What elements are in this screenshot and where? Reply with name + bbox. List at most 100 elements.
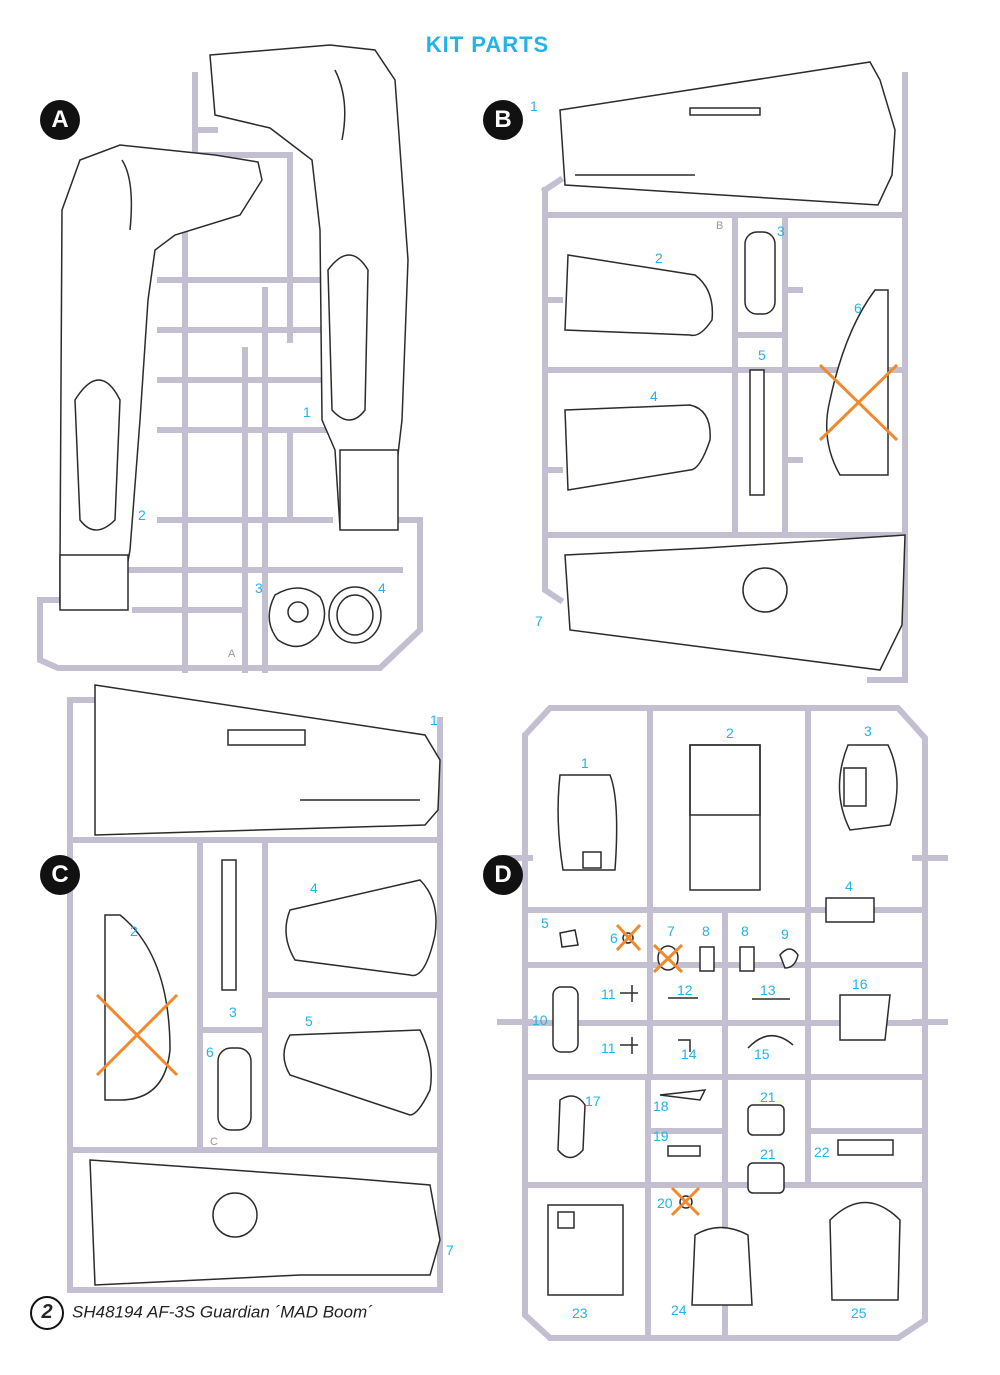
part-d24 [691, 1226, 753, 1306]
sprue-c-parts [89, 684, 441, 1286]
page-footer: 2 SH48194 AF-3S Guardian ´MAD Boom´ [30, 1296, 373, 1330]
kit-name: SH48194 AF-3S Guardian ´MAD Boom´ [72, 1302, 373, 1322]
part-d21a [747, 1104, 785, 1136]
part-number-a4: 4 [378, 580, 386, 596]
part-d1 [557, 774, 618, 871]
part-number-d25: 25 [851, 1305, 867, 1321]
part-number-d5: 5 [541, 915, 549, 931]
part-number-d20: 20 [657, 1195, 673, 1211]
part-number-d3: 3 [864, 723, 872, 739]
part-d5 [559, 929, 579, 948]
part-d14 [678, 1039, 691, 1052]
part-d21b [747, 1162, 785, 1194]
cross-d7 [652, 943, 684, 974]
part-d23 [547, 1204, 624, 1296]
part-number-d15: 15 [754, 1046, 770, 1062]
part-d11a [620, 985, 638, 1002]
part-b5 [749, 369, 765, 496]
part-number-d17: 17 [585, 1093, 601, 1109]
part-number-d8a: 8 [702, 923, 710, 939]
sprue-a-stamp: A [228, 648, 236, 660]
part-number-d14: 14 [681, 1046, 697, 1062]
part-d16 [839, 994, 891, 1041]
sprue-c-badge: C [40, 855, 80, 895]
part-number-c2: 2 [130, 923, 138, 939]
sprue-d-badge: D [483, 855, 523, 895]
part-number-c5: 5 [305, 1013, 313, 1029]
part-d9 [779, 948, 799, 969]
part-number-d23: 23 [572, 1305, 588, 1321]
part-d8a [699, 946, 715, 972]
part-number-d21b: 21 [760, 1146, 776, 1162]
part-c1-wing [94, 684, 441, 836]
sprue-b-parts [559, 61, 906, 671]
part-number-b2: 2 [655, 250, 663, 266]
part-d17 [557, 1095, 586, 1159]
part-number-a1: 1 [303, 404, 311, 420]
sprue-b-badge: B [483, 100, 523, 140]
part-b1-wing [559, 61, 896, 206]
part-c4 [285, 879, 437, 977]
part-number-c1: 1 [430, 712, 438, 728]
part-d3 [838, 744, 898, 831]
part-number-d8b: 8 [741, 923, 749, 939]
part-number-b5: 5 [758, 347, 766, 363]
part-number-d18: 18 [653, 1098, 669, 1114]
part-number-d6: 6 [610, 930, 618, 946]
part-number-d21a: 21 [760, 1089, 776, 1105]
part-number-d12: 12 [677, 982, 693, 998]
part-d18 [659, 1089, 707, 1101]
part-d25 [829, 1201, 901, 1301]
part-b2 [564, 254, 714, 337]
part-number-b1: 1 [530, 98, 538, 114]
part-number-d11b: 11 [601, 1040, 616, 1056]
sprue-b [540, 72, 908, 683]
part-number-d9: 9 [781, 926, 789, 942]
part-number-d4: 4 [845, 878, 853, 894]
part-d15 [747, 1035, 794, 1049]
part-number-c6: 6 [206, 1044, 214, 1060]
part-number-d13: 13 [760, 982, 776, 998]
part-number-d22: 22 [814, 1144, 830, 1160]
part-d4 [825, 897, 875, 923]
part-d10 [552, 986, 579, 1053]
page-title: KIT PARTS [425, 32, 550, 57]
sprue-d-parts [547, 744, 901, 1306]
part-b7-wing-lower [564, 534, 906, 671]
part-number-c3: 3 [229, 1004, 237, 1020]
cross-d6 [615, 923, 642, 952]
sprue-a-badge: A [40, 100, 80, 140]
part-number-d2: 2 [726, 725, 734, 741]
part-number-b3: 3 [777, 223, 785, 239]
part-number-d16: 16 [852, 976, 868, 992]
cross-out-marks [95, 363, 899, 1217]
part-number-b4: 4 [650, 388, 658, 404]
sprue-b-stamp: B [716, 220, 724, 232]
part-number-c4: 4 [310, 880, 318, 896]
part-number-b6: 6 [854, 300, 862, 316]
cross-c2 [95, 993, 179, 1077]
part-b6 [825, 289, 889, 476]
part-number-d10: 10 [532, 1012, 548, 1028]
part-a2-fuselage-half [59, 144, 263, 606]
sprue-a-parts [59, 44, 409, 648]
page-number: 2 [30, 1296, 64, 1330]
part-c3 [221, 859, 237, 991]
part-d8b [739, 946, 755, 972]
part-d11b [620, 1037, 638, 1054]
part-number-b7: 7 [535, 613, 543, 629]
part-number-d24: 24 [671, 1302, 687, 1318]
part-number-a3: 3 [255, 580, 263, 596]
part-number-d11a: 11 [601, 986, 616, 1002]
part-d19 [667, 1145, 701, 1157]
sprue-c-stamp: C [210, 1136, 218, 1148]
part-c5 [283, 1029, 432, 1116]
part-d2 [689, 744, 761, 891]
part-number-d1: 1 [581, 755, 589, 771]
part-number-c7: 7 [446, 1242, 454, 1258]
sprue-c [67, 697, 443, 1293]
part-number-d19: 19 [653, 1128, 669, 1144]
part-b3 [744, 231, 776, 315]
cross-b6 [818, 363, 899, 442]
